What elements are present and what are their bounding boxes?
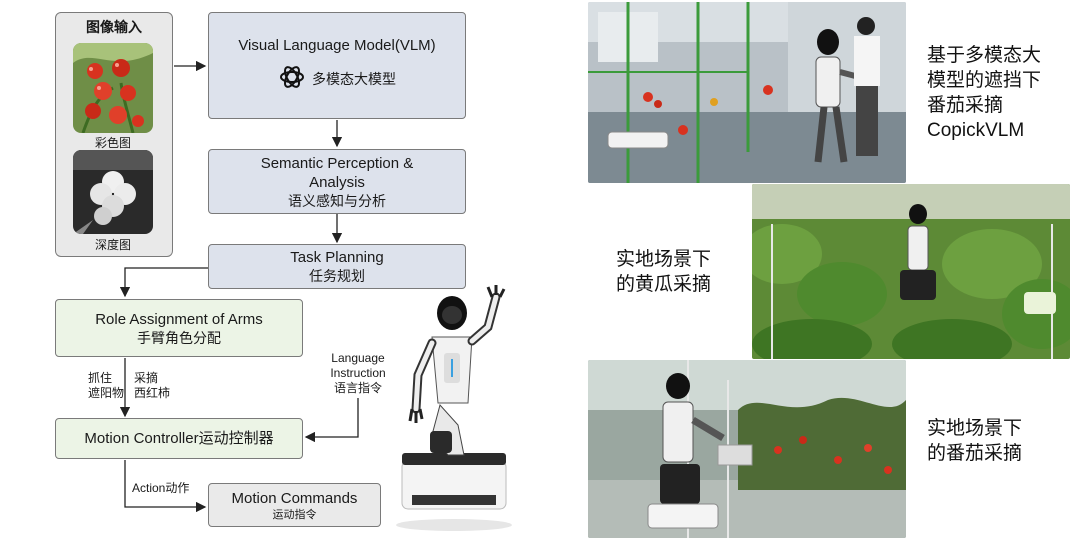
depth-image-label: 深度图 (94, 238, 131, 252)
cucumber-picking-photo (752, 184, 1070, 359)
caption1-line2: 模型的遮挡下 (927, 70, 1042, 91)
vlm-subtitle: 多模态大模型 (312, 71, 396, 87)
right-arm-line2: 西红柿 (134, 386, 171, 400)
vlm-title: Visual Language Model(VLM) (238, 36, 436, 54)
semantic-perception-box: Semantic Perception & Analysis 语义感知与分析 (208, 149, 466, 214)
image-input-title: 图像输入 (86, 19, 142, 35)
task-title: Task Planning (290, 249, 384, 266)
humanoid-robot-illustration (388, 285, 520, 535)
caption-greenhouse-tomato: 实地场景下 的番茄采摘 (927, 416, 1022, 466)
left-arm-line2: 遮阳物 (88, 386, 125, 400)
lab-tomato-picking-photo (588, 2, 906, 183)
caption1-line3: 番茄采摘 (927, 95, 1004, 116)
vlm-subtitle-row: 多模态大模型 (278, 63, 396, 96)
caption3-line1: 实地场景下 (927, 418, 1023, 439)
caption2-line2: 的黄瓜采摘 (616, 274, 712, 295)
motion-commands-box: Motion Commands 运动指令 (208, 483, 381, 527)
motion-commands-title: Motion Commands (231, 489, 358, 507)
openai-logo-icon (278, 63, 306, 96)
vlm-box: Visual Language Model(VLM) 多模态大模型 (208, 12, 466, 119)
motion-controller-title: Motion Controller运动控制器 (84, 430, 274, 447)
caption-cucumber: 实地场景下 的黄瓜采摘 (616, 247, 711, 297)
left-arm-label: 抓住 遮阳物 (88, 371, 124, 401)
action-label: Action动作 (132, 481, 190, 495)
caption-copick-vlm: 基于多模态大 模型的遮挡下 番茄采摘 CopickVLM (927, 43, 1041, 143)
caption1-line1: 基于多模态大 (927, 45, 1042, 66)
language-instruction-label: Language Instruction 语言指令 (322, 351, 394, 396)
left-arm-line1: 抓住 (88, 371, 113, 385)
task-subtitle: 任务规划 (309, 268, 365, 284)
role-title: Role Assignment of Arms (95, 310, 263, 328)
semantic-title-line1: Semantic Perception & (260, 154, 414, 172)
depth-image-thumbnail (73, 150, 153, 234)
language-line2: Instruction (330, 366, 386, 380)
caption1-line4: CopickVLM (927, 120, 1025, 141)
motion-controller-box: Motion Controller运动控制器 (55, 418, 303, 459)
semantic-subtitle: 语义感知与分析 (288, 192, 386, 209)
language-line3: 语言指令 (333, 381, 382, 395)
caption2-line1: 实地场景下 (616, 249, 712, 270)
caption3-line2: 的番茄采摘 (927, 443, 1023, 464)
right-arm-label: 采摘 西红柿 (134, 371, 170, 401)
semantic-title-line2: Analysis (309, 173, 365, 191)
right-arm-line1: 采摘 (134, 371, 159, 385)
task-planning-box: Task Planning 任务规划 (208, 244, 466, 289)
role-subtitle: 手臂角色分配 (137, 329, 221, 346)
motion-commands-subtitle: 运动指令 (272, 508, 317, 521)
role-assignment-box: Role Assignment of Arms 手臂角色分配 (55, 299, 303, 357)
color-image-thumbnail (73, 43, 153, 133)
greenhouse-tomato-picking-photo (588, 360, 906, 538)
color-image-label: 彩色图 (94, 136, 131, 150)
language-line1: Language (331, 351, 385, 365)
